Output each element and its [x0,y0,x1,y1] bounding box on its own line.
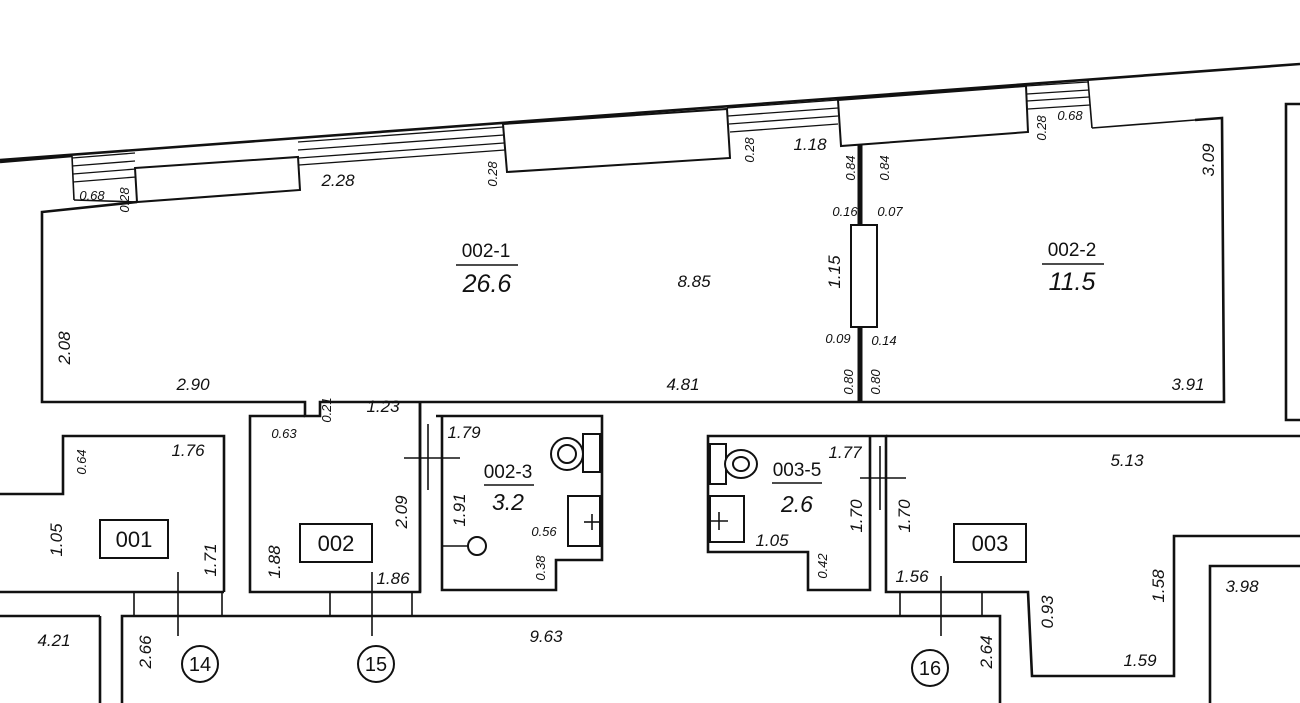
dim-label: 4.21 [37,631,70,650]
dim-label: 0.84 [877,155,892,180]
dim-label: 1.18 [793,135,827,154]
dim-label: 2.90 [175,375,210,394]
axis-markers [177,572,949,687]
room-003-label: 003 [972,531,1009,556]
axis-label-14: 14 [189,654,211,676]
room-002-3-area: 3.2 [492,489,524,515]
room-002-label: 002 [318,531,355,556]
dim-label: 0.68 [79,188,105,203]
dim-label: 0.63 [271,426,297,441]
dim-label: 2.28 [320,171,355,190]
window-2 [297,107,732,174]
axis-label-15: 15 [365,654,387,676]
window-3 [726,84,1030,148]
room-002-outline [40,116,1226,418]
dim-label: 5.13 [1110,451,1144,470]
dim-label: 0.38 [533,555,548,581]
facade-wall [0,62,1300,164]
dim-label: 0.64 [74,449,89,474]
room-003-box [953,523,1027,563]
room-003-5-id: 003-5 [773,460,822,481]
right-edge [1284,102,1300,422]
dim-label: 3.98 [1225,577,1259,596]
dim-label: 1.77 [828,443,862,462]
dim-label: 1.79 [447,423,481,442]
room-002-2-id: 002-2 [1048,240,1097,261]
dim-label: 0.28 [1034,115,1049,141]
dim-label: 0.56 [531,524,557,539]
dim-label: 1.58 [1149,569,1168,603]
dim-label: 0.21 [319,397,334,422]
dim-label: 1.76 [171,441,205,460]
dim-label: 8.85 [677,272,711,291]
dim-label: 0.16 [832,204,858,219]
room-002-1-area: 26.6 [462,270,512,298]
room-002-box [299,523,373,563]
room-002-2-area: 11.5 [1049,268,1096,296]
dim-label: 4.81 [666,375,699,394]
dim-label: 0.93 [1038,595,1057,629]
dim-label: 0.28 [742,137,757,163]
dim-label: 3.09 [1199,143,1218,177]
axis-label-16: 16 [919,658,941,680]
dim-label: 1.23 [366,397,400,416]
dim-label: 1.91 [450,493,469,526]
dim-label: 1.05 [755,531,789,550]
dim-label: 0.80 [841,369,856,395]
partition-002-1-002-2 [850,145,878,402]
dim-label: 1.70 [847,499,866,533]
dim-label: 1.59 [1123,651,1157,670]
dim-label: 1.05 [47,523,66,557]
room-003-5-outline [706,434,872,592]
dim-label: 0.42 [815,553,830,579]
room-002-1-id: 002-1 [462,241,511,262]
window-4 [1025,79,1196,129]
dim-label: 0.84 [843,155,858,180]
dim-label: 0.14 [871,333,896,348]
dim-label: 9.63 [529,627,563,646]
room-002-3-id: 002-3 [484,462,533,483]
dim-label: 0.09 [825,331,850,346]
dim-label: 1.86 [376,569,410,588]
dim-label: 1.56 [895,567,929,586]
window-1 [71,152,302,204]
dim-label: 0.28 [485,161,500,187]
dim-label: 2.66 [136,635,155,670]
dim-label: 0.80 [868,369,883,395]
dim-label: 2.08 [55,331,74,366]
dim-label: 2.64 [977,635,996,669]
dim-label: 0.68 [1057,108,1083,123]
dim-label: 2.09 [392,495,411,530]
dim-label: 1.70 [895,499,914,533]
room-002-3-outline [404,402,604,592]
dim-label: 1.88 [265,545,284,579]
room-003-5-area: 2.6 [780,491,813,517]
room-001-box [99,519,169,559]
dim-label: 0.07 [877,204,903,219]
room-003-outline [860,434,1300,703]
dim-label: 1.71 [201,543,220,576]
dim-label: 3.91 [1171,375,1204,394]
dim-label: 1.15 [825,255,844,289]
dim-label: 0.28 [117,187,132,213]
room-001-label: 001 [116,527,153,552]
